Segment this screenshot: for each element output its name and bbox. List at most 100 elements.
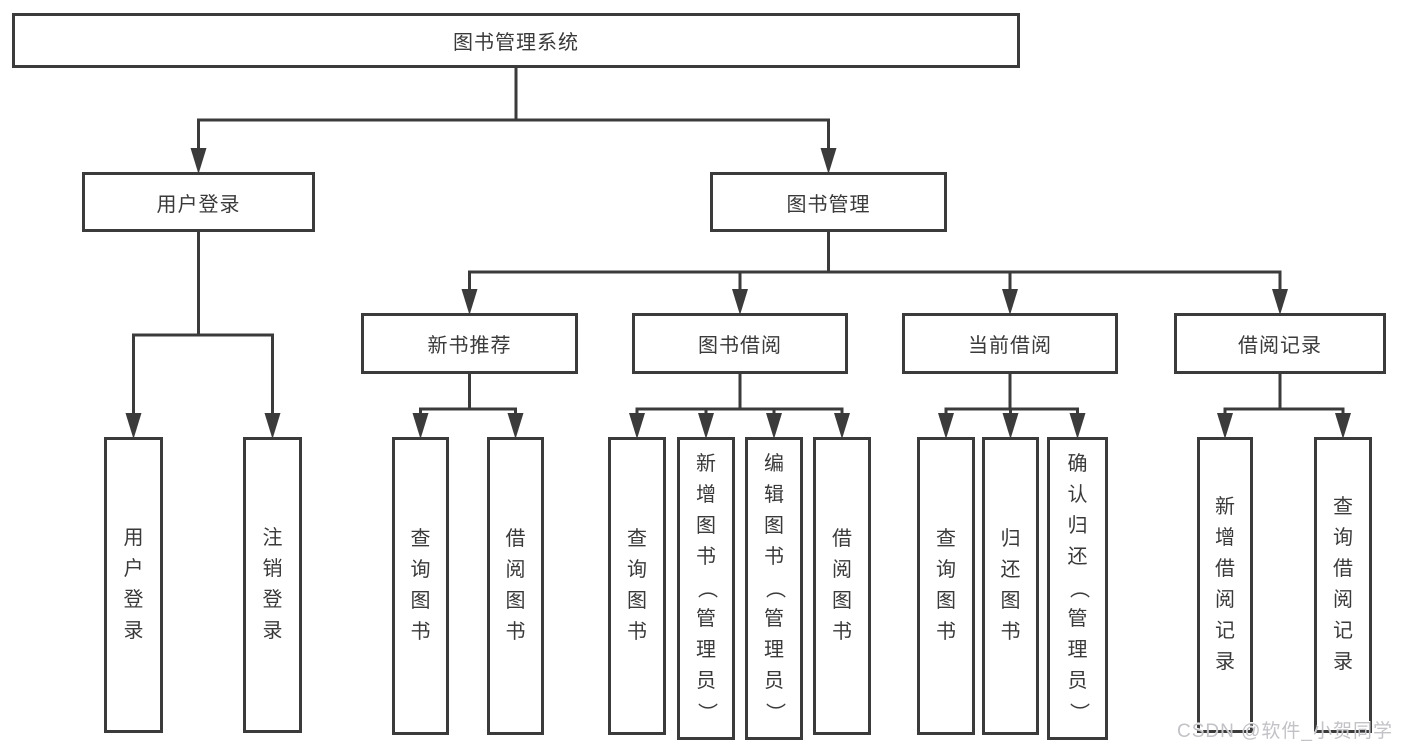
node-label-char: 理 — [764, 639, 784, 661]
node-label-char: 员 — [696, 670, 716, 692]
node-label-char: 借 — [505, 528, 526, 550]
node-cb-return: 归还图书 — [982, 437, 1039, 735]
node-label-char: 阅 — [505, 559, 526, 581]
node-logout: 注销登录 — [243, 437, 302, 733]
edge-new-book-rec — [412, 372, 524, 439]
node-label-char: 辑 — [764, 484, 784, 506]
node-bb-add: 新增图书（管理员） — [677, 437, 735, 740]
node-label-char: 新 — [1215, 496, 1235, 518]
node-label-char: 用 — [123, 527, 144, 549]
node-label-char: 图 — [936, 590, 956, 612]
node-label-char: 记 — [1333, 620, 1353, 642]
node-label-char: 还 — [1000, 559, 1021, 581]
node-label-char: 图 — [410, 590, 431, 612]
node-bb-query: 查询图书 — [608, 437, 666, 735]
node-label-char: 增 — [696, 484, 716, 506]
node-label-char: 图 — [696, 515, 716, 537]
node-label-char: 销 — [262, 558, 283, 580]
node-label-char: 归 — [1000, 528, 1021, 550]
node-label: 用户登录 — [156, 193, 241, 216]
node-label-char: ） — [1067, 702, 1089, 723]
node-label-char: 注 — [262, 527, 283, 549]
node-label-char: （ — [763, 578, 786, 599]
node-label-char: 还 — [1067, 546, 1088, 568]
edge-root — [190, 66, 837, 174]
node-label-char: （ — [1067, 578, 1089, 599]
node-label-char: 询 — [627, 559, 647, 581]
node-borrow-records: 借阅记录 — [1174, 313, 1386, 374]
node-label-char: 查 — [410, 528, 431, 550]
node-label-char: 登 — [262, 589, 283, 611]
edge-borrow-records — [1217, 372, 1351, 439]
edge-book-borrow — [629, 372, 850, 439]
node-label-char: 理 — [1067, 639, 1088, 661]
node-label-char: 书 — [764, 546, 784, 568]
node-label-char: 确 — [1067, 453, 1088, 475]
node-label: 图书管理 — [786, 193, 871, 216]
node-label-char: 书 — [1000, 621, 1021, 643]
node-login: 用户登录 — [104, 437, 163, 733]
node-br-query: 查询借阅记录 — [1314, 437, 1372, 733]
node-label-char: 编 — [764, 453, 784, 475]
node-label-char: 登 — [123, 589, 144, 611]
node-label-char: 查 — [1333, 496, 1353, 518]
node-cb-query: 查询图书 — [917, 437, 975, 735]
node-label-char: 查 — [627, 528, 647, 550]
node-label-char: 询 — [410, 559, 431, 581]
node-label-char: 录 — [1215, 651, 1235, 673]
node-label: 借阅记录 — [1238, 335, 1322, 357]
node-label-char: 新 — [696, 453, 716, 475]
node-label-char: 员 — [764, 670, 784, 692]
node-label-char: 书 — [936, 621, 956, 643]
node-book-mgmt: 图书管理 — [710, 172, 947, 232]
node-label-char: 理 — [696, 639, 716, 661]
edge-current-borrow — [938, 372, 1086, 439]
node-label-char: 管 — [696, 608, 716, 630]
node-label-char: 员 — [1067, 670, 1088, 692]
node-root: 图书管理系统 — [12, 13, 1020, 68]
node-label-char: 借 — [832, 528, 852, 550]
node-label-char: 书 — [410, 621, 431, 643]
node-label-char: 录 — [123, 620, 144, 642]
node-label-char: 图 — [832, 590, 852, 612]
node-label-char: 录 — [262, 620, 283, 642]
node-label-char: 图 — [1000, 590, 1021, 612]
node-label: 新书推荐 — [427, 335, 512, 357]
node-label-char: 阅 — [1333, 589, 1353, 611]
node-label-char: 借 — [1215, 558, 1235, 580]
node-label: 图书管理系统 — [453, 32, 579, 54]
node-label-char: 书 — [627, 621, 647, 643]
node-label-char: 书 — [832, 621, 852, 643]
node-label-char: 图 — [505, 590, 526, 612]
node-label-char: 询 — [1333, 527, 1353, 549]
node-bb-borrow: 借阅图书 — [813, 437, 871, 735]
node-label-char: 认 — [1067, 484, 1088, 506]
node-label-char: 管 — [1067, 608, 1088, 630]
node-label-char: 询 — [936, 559, 956, 581]
node-cb-confirm: 确认归还（管理员） — [1047, 437, 1108, 740]
node-label-char: 录 — [1333, 651, 1353, 673]
node-label: 图书借阅 — [698, 335, 782, 357]
watermark: CSDN @软件_小贺同学 — [1177, 721, 1393, 742]
node-nbr-borrow: 借阅图书 — [487, 437, 544, 735]
node-label: 当前借阅 — [968, 335, 1052, 357]
edge-book-mgmt — [461, 230, 1288, 315]
edge-user-login — [125, 230, 281, 439]
node-label-char: ） — [695, 702, 718, 723]
node-br-add: 新增借阅记录 — [1197, 437, 1253, 733]
node-label-char: 记 — [1215, 620, 1235, 642]
node-label-char: 借 — [1333, 558, 1353, 580]
node-label-char: 书 — [505, 621, 526, 643]
node-new-book-rec: 新书推荐 — [361, 313, 578, 374]
node-user-login: 用户登录 — [82, 172, 315, 232]
node-label-char: 管 — [764, 608, 784, 630]
node-book-borrow: 图书借阅 — [632, 313, 848, 374]
node-bb-edit: 编辑图书（管理员） — [745, 437, 803, 740]
node-label-char: 增 — [1215, 527, 1235, 549]
node-label-char: 户 — [123, 558, 144, 580]
node-current-borrow: 当前借阅 — [902, 313, 1118, 374]
node-label-char: 图 — [627, 590, 647, 612]
node-label-char: （ — [695, 578, 718, 599]
node-nbr-query: 查询图书 — [392, 437, 449, 735]
